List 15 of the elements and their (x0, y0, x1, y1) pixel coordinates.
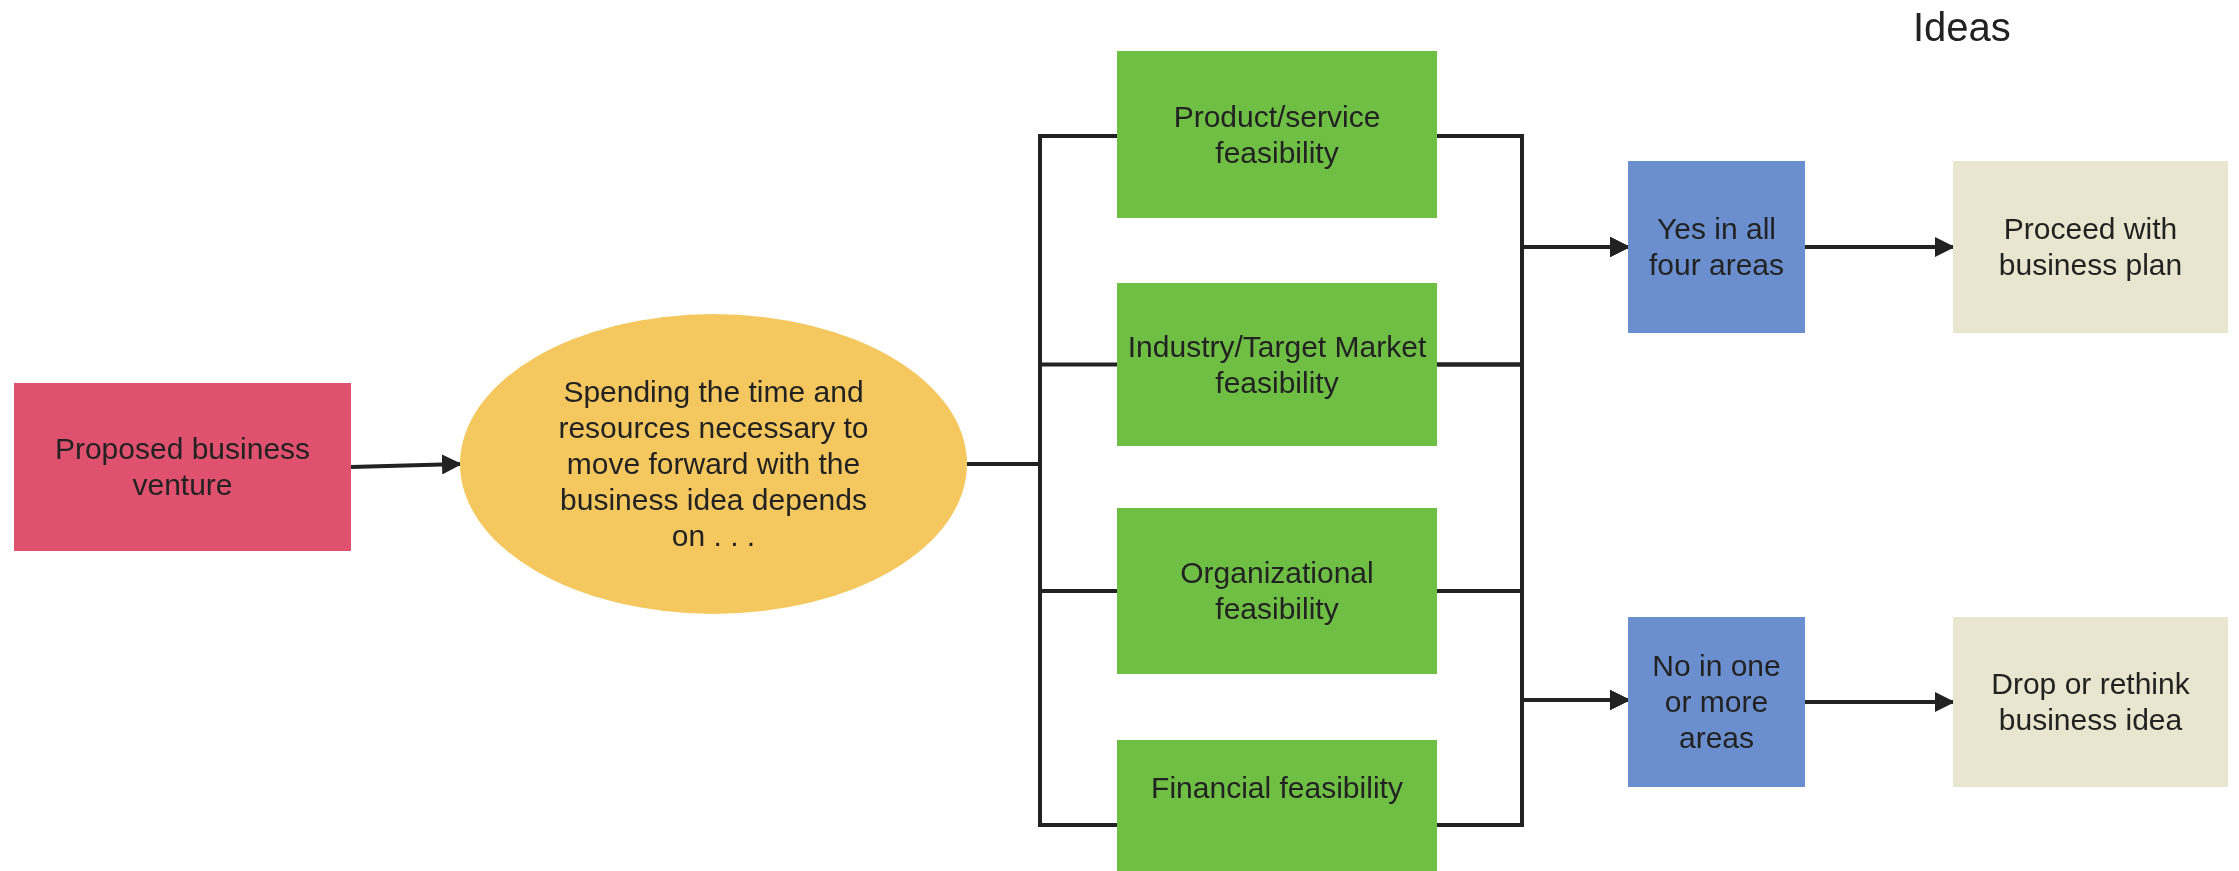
arrow (1805, 692, 1955, 712)
process-box: Product/service feasibility (1117, 51, 1437, 218)
arrow (350, 454, 462, 475)
process-box: Financial feasibility (1117, 740, 1437, 871)
result-box: Proceed with business plan (1953, 161, 2228, 333)
process-box: Proposed business venture (14, 383, 351, 551)
process-box: Organizational feasibility (1117, 508, 1437, 674)
result-box: Yes in all four areas (1628, 161, 1805, 333)
heading-text: Ideas (1913, 5, 2011, 50)
arrow (1805, 237, 1955, 257)
connector-line (967, 462, 1117, 827)
result-box: No in one or more areas (1628, 617, 1805, 787)
decision-ellipse: Spending the time and resources necessary to move forward with the business idea depends on . . . (460, 314, 967, 614)
process-box: Industry/Target Market feasibility (1117, 283, 1437, 446)
result-box: Drop or rethink business idea (1953, 617, 2228, 787)
